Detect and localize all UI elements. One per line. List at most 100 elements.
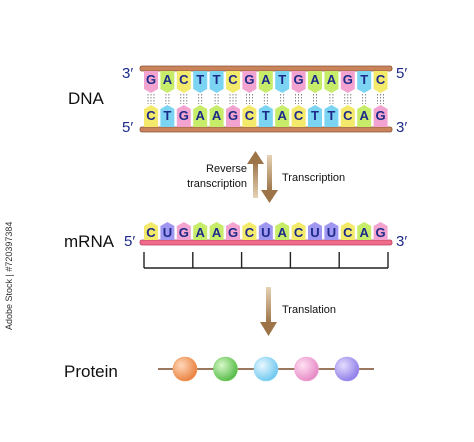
mrna-base: G (373, 222, 388, 240)
dna-top-base: C (373, 71, 388, 93)
mrna-base: C (242, 222, 257, 240)
mrna-base-letter: C (343, 225, 353, 240)
amino-acid (334, 356, 360, 382)
reverse-transcription-arrow (247, 151, 264, 198)
dna-top-base-letter: A (310, 72, 320, 87)
translation-label: Translation (282, 304, 336, 316)
dna-bottom-base: C (242, 105, 257, 127)
dna-bottom-base-letter: A (278, 108, 288, 123)
dna-top-backbone (139, 65, 393, 72)
dna-top-base: T (357, 71, 372, 93)
dna-top-base-letter: C (376, 72, 386, 87)
stock-watermark: Adobe Stock | #720397384 (4, 221, 14, 330)
dna-top-base: A (308, 71, 322, 93)
dna-top-base: G (144, 71, 158, 93)
dna-top-base-letter: G (146, 72, 156, 87)
mrna-base: G (226, 222, 240, 240)
mrna-base: U (258, 222, 273, 240)
dna-bottom-base: T (160, 105, 175, 127)
dna-bottom-backbone (139, 126, 393, 133)
mrna-label: mRNA (64, 232, 115, 251)
dna-top-base: A (160, 71, 175, 93)
dna-label: DNA (68, 89, 105, 108)
dna-bottom-base-letter: G (228, 108, 238, 123)
dna-top-base: T (209, 71, 224, 93)
dna-bottom-base: G (373, 105, 388, 127)
transcription-label: Transcription (282, 172, 345, 184)
dna-top-base-letter: A (261, 72, 271, 87)
dna-bottom-base: A (275, 105, 290, 127)
mrna-base-letter: G (179, 225, 189, 240)
mrna-base-letter: U (327, 225, 336, 240)
protein-chain (158, 356, 374, 382)
dna-top-base-letter: A (163, 72, 173, 87)
mrna-base-letter: C (294, 225, 304, 240)
dna-top-base: A (258, 71, 273, 93)
mrna-right-end: 3′ (396, 233, 407, 250)
dna-top-base-letter: C (179, 72, 189, 87)
mrna-base: A (275, 222, 290, 240)
dna-top-base-letter: T (278, 72, 286, 87)
mrna-base: C (340, 222, 355, 240)
mrna-base: G (176, 222, 191, 240)
dna-top-base: C (176, 71, 191, 93)
dna-top-base-letter: C (228, 72, 238, 87)
dna-bottom-base-letter: T (311, 108, 319, 123)
mrna-base-letter: C (146, 225, 156, 240)
dna-bottom-base-letter: C (343, 108, 353, 123)
mrna-base-letter: G (376, 225, 386, 240)
amino-acid (253, 356, 279, 382)
dna-bottom-base-letter: T (327, 108, 335, 123)
mrna-base-letter: U (163, 225, 172, 240)
dna-top-base: G (291, 71, 306, 93)
mrna-base-letter: A (212, 225, 222, 240)
dna-bottom-base: A (193, 105, 208, 127)
dna-top-base: C (226, 71, 240, 93)
mrna-base: U (308, 222, 322, 240)
dna-top-base: T (193, 71, 208, 93)
dna-top-base-letter: G (244, 72, 254, 87)
dna-bottom-base: T (308, 105, 322, 127)
dna-top-base-letter: T (196, 72, 204, 87)
mrna-base-letter: A (360, 225, 370, 240)
dna-bottom-base: G (176, 105, 191, 127)
mrna-backbone (139, 239, 393, 246)
dna-bottom-base-letter: A (196, 108, 206, 123)
dna-bottom-base: T (324, 105, 339, 127)
mrna-base: C (144, 222, 158, 240)
dna-bottom-base-letter: G (179, 108, 189, 123)
dna-top-base: A (324, 71, 339, 93)
dna-bottom-base-letter: C (245, 108, 255, 123)
mrna-base-letter: U (310, 225, 319, 240)
mrna-base: C (291, 222, 306, 240)
mrna-base-letter: G (228, 225, 238, 240)
mrna-left-end: 5′ (124, 233, 135, 250)
dna-top-base: G (242, 71, 257, 93)
amino-acid (294, 356, 319, 382)
transcription-arrow (261, 155, 278, 203)
dna-bottom-base-letter: T (262, 108, 270, 123)
dna-top-base-letter: T (360, 72, 368, 87)
mrna-base-letter: U (261, 225, 270, 240)
dna-bottom-base-letter: A (212, 108, 222, 123)
mrna-base: A (209, 222, 224, 240)
dna-bottom-base: C (340, 105, 355, 127)
mrna-base-letter: A (196, 225, 206, 240)
dna-bottom-base-letter: C (146, 108, 156, 123)
dna-top-base-letter: G (294, 72, 304, 87)
dna-top-left-end: 3′ (122, 65, 133, 82)
dna-bottom-base: T (258, 105, 273, 127)
protein-label: Protein (64, 362, 118, 381)
amino-acids (172, 356, 360, 382)
reverse-transcription-label-line2: transcription (187, 178, 247, 190)
mrna-base: A (357, 222, 372, 240)
mrna-base-letter: C (245, 225, 255, 240)
reverse-transcription-label-line1: Reverse (206, 163, 247, 175)
amino-acid (172, 356, 198, 382)
